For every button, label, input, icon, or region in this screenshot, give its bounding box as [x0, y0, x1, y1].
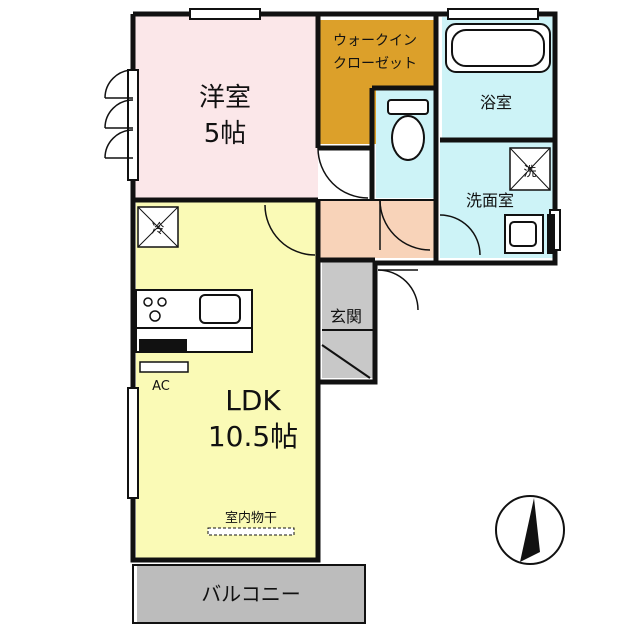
western-room-size: 5帖 — [204, 119, 247, 149]
ac-unit — [139, 361, 189, 373]
ldk-size: 10.5帖 — [208, 420, 298, 453]
walk-in-closet-label-1: ウォークイン — [333, 33, 417, 49]
compass-icon — [495, 495, 565, 565]
fridge-symbol: 冷 — [151, 222, 164, 237]
western-room — [133, 14, 318, 200]
sink-icon — [199, 294, 241, 324]
balcony — [137, 566, 365, 622]
entrance-label: 玄関 — [330, 307, 362, 326]
toilet-icon — [387, 99, 429, 161]
door-swings — [104, 69, 481, 311]
stove-icon — [143, 297, 167, 322]
washroom-label: 洗面室 — [466, 191, 514, 210]
western-room-name: 洋室 — [199, 83, 251, 113]
bathtub-icon — [445, 23, 551, 73]
washer-symbol: 洗 — [523, 165, 536, 180]
washer-icon: 洗 — [509, 147, 551, 191]
ac-label: AC — [152, 379, 170, 394]
walls — [130, 11, 558, 563]
bathroom-label: 浴室 — [480, 93, 512, 112]
walk-in-closet-label-2: クローゼット — [333, 56, 417, 72]
balcony-label: バルコニー — [201, 582, 301, 606]
wash-basin-icon — [504, 214, 555, 254]
entrance — [322, 260, 375, 378]
indoor-drying-label: 室内物干 — [225, 510, 277, 526]
ldk-room — [136, 200, 318, 560]
ldk-name: LDK — [225, 384, 281, 417]
fridge-icon: 冷 — [137, 206, 179, 248]
indoor-drying-rail — [207, 527, 295, 536]
